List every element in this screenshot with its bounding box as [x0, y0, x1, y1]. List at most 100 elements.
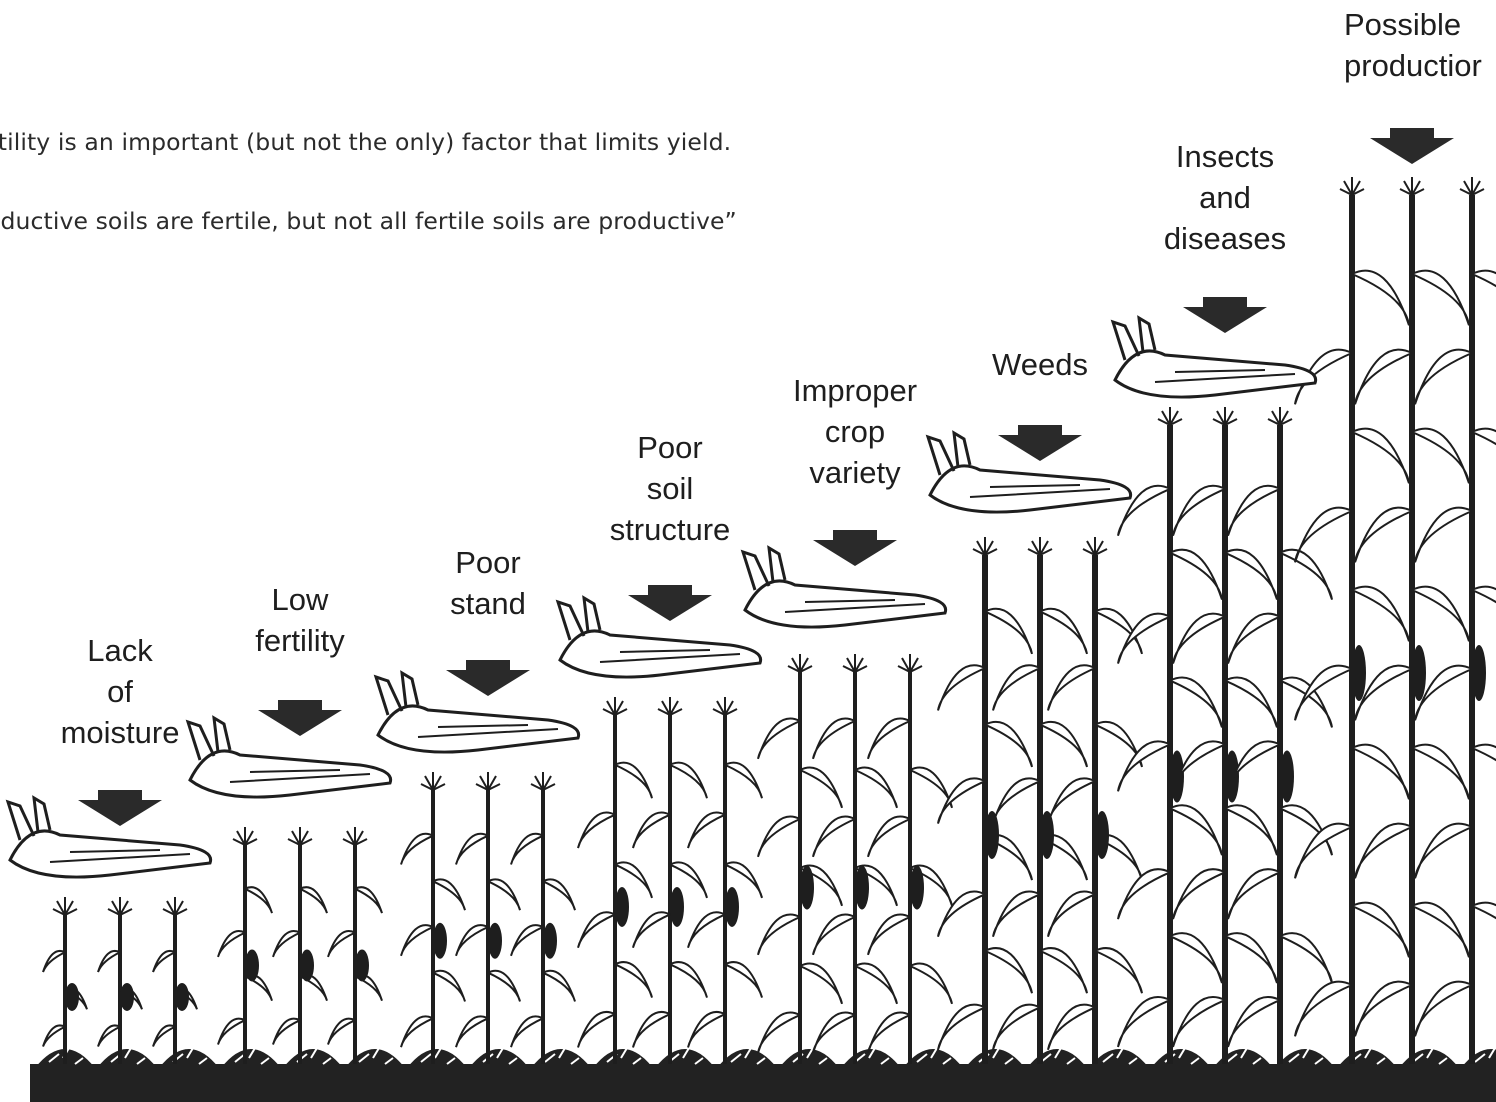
corn-tassel	[603, 697, 627, 715]
corn-leaf	[985, 722, 1032, 767]
label-possible-production: Possible productior	[1344, 4, 1482, 86]
corn-tassel	[973, 537, 997, 555]
corn-ear	[433, 923, 447, 959]
soil-mound	[221, 1049, 281, 1068]
corn-ear	[910, 866, 924, 910]
corn-ear	[1280, 750, 1294, 802]
soil-mound	[655, 1049, 715, 1068]
corn-leaf	[1118, 997, 1170, 1047]
corn-leaf	[800, 963, 842, 1003]
label-insects-and-diseases: Insects and diseases	[1164, 136, 1286, 259]
label-line: productior	[1344, 45, 1482, 86]
corn-leaf	[1472, 903, 1496, 958]
corn-leaf	[1225, 550, 1277, 600]
corn-leaf	[218, 931, 245, 957]
corn-leaf	[985, 609, 1032, 654]
soil-mound	[965, 1049, 1025, 1068]
corn-leaf	[355, 887, 382, 913]
down-arrow-icon	[258, 700, 342, 736]
corn-tassel	[343, 827, 367, 845]
corn-leaf	[1352, 903, 1409, 958]
corn-ear	[120, 983, 134, 1011]
corn-leaf	[43, 951, 65, 972]
label-line: of	[61, 671, 180, 712]
corn-leaf	[153, 1025, 175, 1046]
corn-leaf	[1173, 614, 1225, 664]
corn-leaf	[401, 834, 433, 865]
corn-tassel	[713, 697, 737, 715]
corn-leaf	[1415, 824, 1472, 879]
soil-mound	[469, 1049, 529, 1068]
corn-leaf	[1412, 587, 1469, 642]
corn-leaf	[1412, 903, 1469, 958]
corn-ear	[725, 887, 739, 927]
label-line: Poor	[450, 542, 526, 583]
soil-mound	[407, 1049, 467, 1068]
corn-leaf	[688, 812, 725, 848]
label-improper-crop-variety: Improper crop variety	[793, 370, 917, 493]
down-arrow-icon	[998, 425, 1082, 461]
corn-leaf	[1228, 486, 1280, 536]
corn-leaf	[1048, 892, 1095, 937]
label-weeds: Weeds	[992, 344, 1088, 385]
corn-leaf	[993, 665, 1040, 710]
label-low-fertility: Low fertility	[255, 579, 345, 661]
corn-leaf	[1040, 609, 1087, 654]
corn-leaf	[328, 931, 355, 957]
corn-tassel	[843, 654, 867, 672]
corn-tassel	[788, 654, 812, 672]
soil-mound	[531, 1049, 591, 1068]
corn-leaf	[813, 816, 855, 856]
soil-mound	[1275, 1049, 1335, 1068]
corn-leaf	[1280, 677, 1332, 727]
corn-leaf	[725, 962, 762, 998]
corn-leaf	[1280, 933, 1332, 983]
corn-leaf	[1095, 948, 1142, 993]
corn-leaf	[1228, 869, 1280, 919]
corn-leaf	[1173, 997, 1225, 1047]
corn-ear	[355, 949, 369, 981]
corn-ear	[245, 949, 259, 981]
soil-mound	[779, 1049, 839, 1068]
corn-leaf	[300, 887, 327, 913]
corn-leaf	[1228, 614, 1280, 664]
corn-leaf	[1472, 429, 1496, 484]
corn-leaf	[993, 1005, 1040, 1050]
corn-ear	[615, 887, 629, 927]
corn-leaf	[1048, 1005, 1095, 1050]
corn-ear	[1095, 811, 1109, 859]
soil-mound	[841, 1049, 901, 1068]
label-line: moisture	[61, 712, 180, 753]
corn-tassel	[233, 827, 257, 845]
corn-leaf	[578, 812, 615, 848]
corn-leaf	[1048, 665, 1095, 710]
corn-leaf	[1415, 350, 1472, 405]
down-arrow-icon	[1183, 297, 1267, 333]
corn-leaf	[985, 948, 1032, 993]
down-arrow-icon	[446, 660, 530, 696]
corn-leaf	[488, 971, 520, 1002]
corn-leaf	[1472, 271, 1496, 326]
soil-mound	[159, 1049, 219, 1068]
label-line: stand	[450, 583, 526, 624]
corn-tassel	[1268, 407, 1292, 425]
corn-leaf	[1352, 745, 1409, 800]
corn-leaf	[938, 778, 985, 823]
corn-leaf	[813, 718, 855, 758]
label-line: Insects	[1164, 136, 1286, 177]
corn-leaf	[855, 963, 897, 1003]
corn-leaf	[1295, 824, 1352, 879]
corn-leaf	[758, 816, 800, 856]
corn-leaf	[938, 665, 985, 710]
corn-leaf	[1048, 778, 1095, 823]
corn-leaf	[1118, 869, 1170, 919]
corn-leaf	[488, 879, 520, 910]
corn-leaf	[543, 879, 575, 910]
corn-leaf	[993, 892, 1040, 937]
corn-leaf	[1352, 587, 1409, 642]
corn-leaf	[688, 1012, 725, 1048]
corn-leaf	[433, 971, 465, 1002]
corn-tassel	[1158, 407, 1182, 425]
label-line: crop	[793, 411, 917, 452]
corn-ear	[488, 923, 502, 959]
